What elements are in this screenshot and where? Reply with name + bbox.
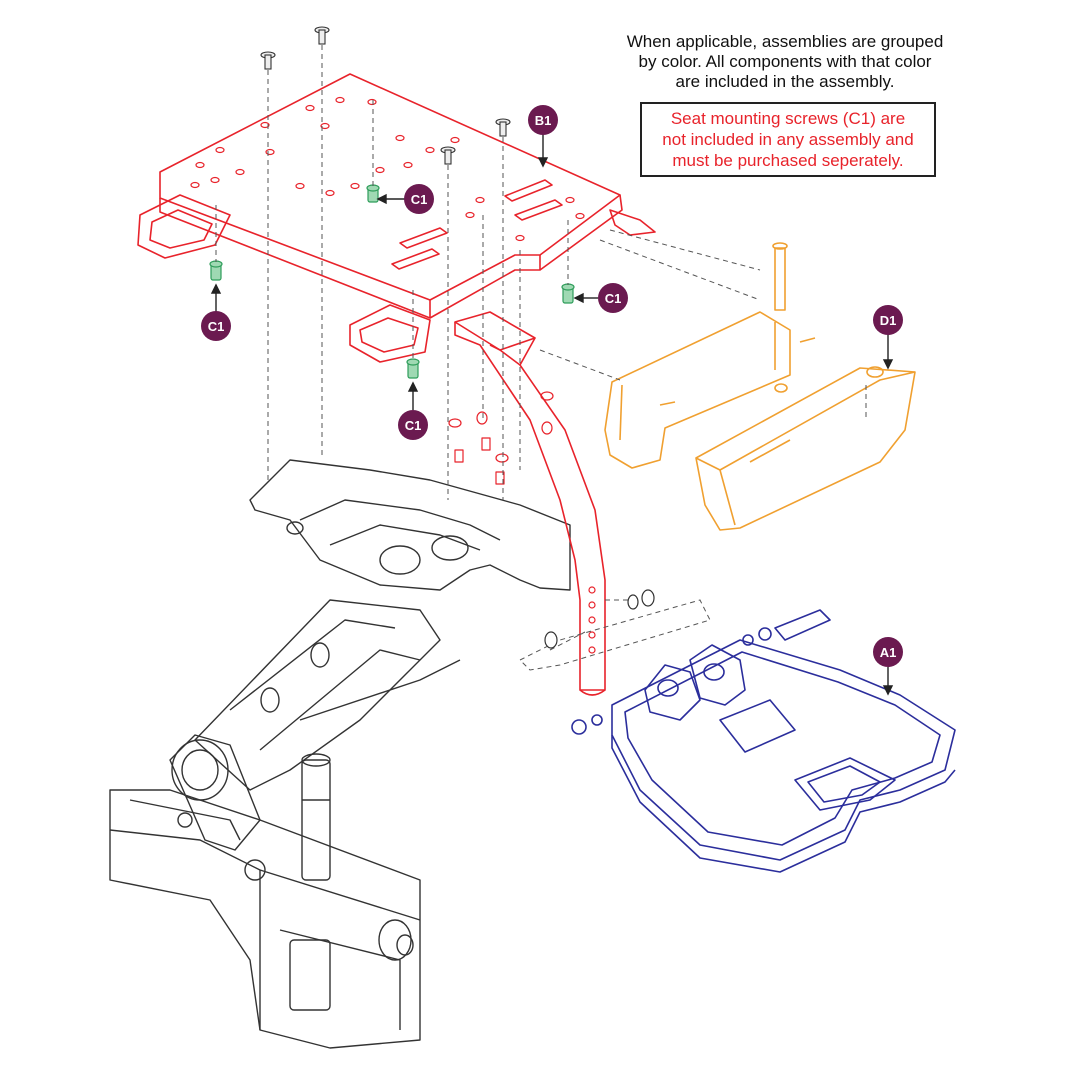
seat-mounting-screws-c1 — [209, 184, 575, 379]
warning-line-2: not included in any assembly and — [662, 130, 914, 149]
callout-c1-bottom: C1 — [398, 410, 428, 440]
foot-platform-assembly-a1 — [571, 609, 956, 873]
tray-assembly-d1 — [604, 242, 916, 531]
seat-plate-assembly-b1 — [137, 73, 656, 696]
callout-b1: B1 — [528, 105, 558, 135]
svg-text:C1: C1 — [411, 192, 428, 207]
svg-text:C1: C1 — [405, 418, 422, 433]
note-line-2: by color. All components with that color — [638, 52, 932, 71]
callout-c1-top: C1 — [404, 184, 434, 214]
callout-leaders — [210, 134, 894, 696]
callout-c1-right: C1 — [598, 283, 628, 313]
warning-line-3: must be purchased seperately. — [672, 151, 904, 170]
svg-text:C1: C1 — [605, 291, 622, 306]
plate-holes — [190, 96, 585, 242]
assembly-guide-lines — [215, 45, 867, 671]
svg-text:D1: D1 — [880, 313, 897, 328]
callout-a1: A1 — [873, 637, 903, 667]
callout-c1-left: C1 — [201, 311, 231, 341]
warning-line-1: Seat mounting screws (C1) are — [670, 109, 906, 128]
note-line-1: When applicable, assemblies are grouped — [626, 32, 944, 51]
svg-text:A1: A1 — [880, 645, 897, 660]
seat-screws-warning-box: Seat mounting screws (C1) are not includ… — [640, 102, 936, 177]
note-line-3: are included in the assembly. — [675, 72, 895, 91]
svg-text:C1: C1 — [208, 319, 225, 334]
callout-d1: D1 — [873, 305, 903, 335]
base-frame — [109, 459, 571, 1049]
plate-bolts — [260, 26, 511, 165]
color-grouping-note: When applicable, assemblies are grouped … — [560, 32, 1010, 92]
svg-text:B1: B1 — [535, 113, 552, 128]
